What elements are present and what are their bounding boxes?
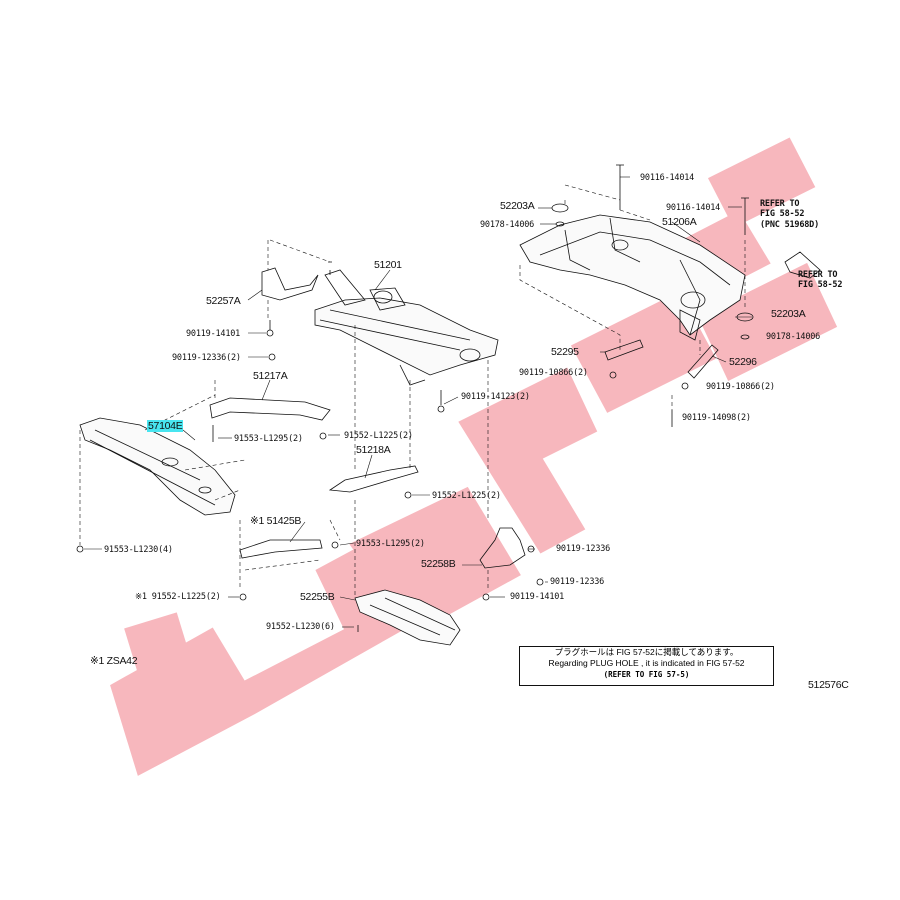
note-line-english: Regarding PLUG HOLE , it is indicated in… (548, 658, 745, 668)
part-label-91552-l1225-a[interactable]: 91552-L1225(2) (344, 431, 413, 441)
part-label-90178-14006-right[interactable]: 90178-14006 (766, 332, 821, 342)
part-label-91552-l1225-c[interactable]: ※1 91552-L1225(2) (135, 592, 221, 602)
part-label-52296[interactable]: 52296 (729, 356, 757, 368)
plug-hole-note-box: プラグホールは FIG 57-52に掲載してあります。 Regarding PL… (519, 646, 774, 686)
part-label-91553-l1295-a[interactable]: 91553-L1295(2) (234, 434, 303, 444)
part-label-90119-10866-left[interactable]: 90119-10866(2) (519, 368, 588, 378)
part-label-51201[interactable]: 51201 (374, 259, 402, 271)
part-label-90119-14101-b[interactable]: 90119-14101 (510, 592, 565, 602)
part-label-52203a-right[interactable]: 52203A (771, 308, 806, 320)
part-label-90119-14123[interactable]: 90119-14123(2) (461, 392, 530, 402)
part-label-57104e[interactable]: 57104E (147, 420, 184, 432)
part-label-90119-14101-left[interactable]: 90119-14101 (186, 329, 241, 339)
part-label-52258b[interactable]: 52258B (421, 558, 456, 570)
refer-note-b-line2: FIG 58-52 (798, 280, 843, 290)
part-label-91552-l1225-b[interactable]: 91552-L1225(2) (432, 491, 501, 501)
part-label-90119-12336-2[interactable]: 90119-12336(2) (172, 353, 241, 363)
part-label-91552-l1230[interactable]: 91552-L1230(6) (266, 622, 335, 632)
part-label-90116-14014-top[interactable]: 90116-14014 (640, 173, 695, 183)
part-label-51218a[interactable]: 51218A (356, 444, 391, 456)
part-label-90119-10866-right[interactable]: 90119-10866(2) (706, 382, 775, 392)
part-label-57104e-text: 57104E (147, 420, 184, 432)
part-label-90119-14098[interactable]: 90119-14098(2) (682, 413, 751, 423)
refer-note-line2: FIG 58-52 (760, 209, 805, 219)
part-label-51217a[interactable]: 51217A (253, 370, 288, 382)
note-line-refer: (REFER TO FIG 57-5) (603, 670, 690, 679)
part-label-90119-12336-b[interactable]: 90119-12336 (550, 577, 605, 587)
part-label-91553-l1230[interactable]: 91553-L1230(4) (104, 545, 173, 555)
footnote-zsa42: ※1 ZSA42 (90, 655, 138, 667)
part-label-52203a-top[interactable]: 52203A (500, 200, 535, 212)
part-label-90116-14014-right[interactable]: 90116-14014 (666, 203, 721, 213)
note-line-japanese: プラグホールは FIG 57-52に掲載してあります。 (554, 647, 739, 657)
figure-id: 512576C (808, 679, 849, 691)
refer-note-line1: REFER TO (760, 199, 800, 209)
part-label-90119-12336-a[interactable]: 90119-12336 (556, 544, 611, 554)
part-label-51425b[interactable]: ※1 51425B (250, 515, 302, 527)
part-label-52257a[interactable]: 52257A (206, 295, 241, 307)
refer-note-line3: (PNC 51968D) (760, 220, 820, 230)
part-label-52295[interactable]: 52295 (551, 346, 579, 358)
part-label-90178-14006-left[interactable]: 90178-14006 (480, 220, 535, 230)
part-label-51206a[interactable]: 51206A (662, 216, 697, 228)
part-label-91553-l1295-b[interactable]: 91553-L1295(2) (356, 539, 425, 549)
part-label-52255b[interactable]: 52255B (300, 591, 335, 603)
refer-note-b-line1: REFER TO (798, 270, 838, 280)
